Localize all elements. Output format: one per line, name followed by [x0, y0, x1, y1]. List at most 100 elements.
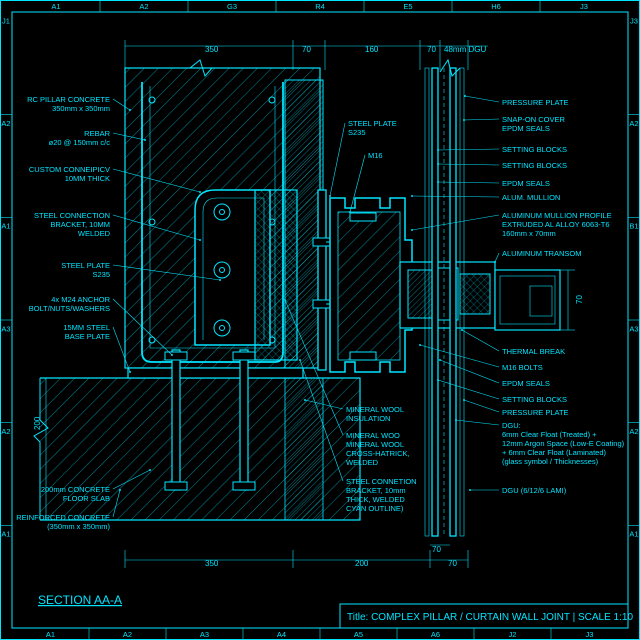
- leader-line: [349, 154, 366, 213]
- callout-line: PRESSURE PLATE: [502, 408, 569, 417]
- callout-line: BOLT/NUTS/WASHERS: [29, 304, 110, 313]
- aluminum-mullion: [329, 197, 413, 373]
- leader-line: [463, 118, 500, 121]
- callout-line: SETTING BLOCKS: [502, 145, 567, 154]
- grid-ref-bottom: J2: [509, 630, 517, 639]
- callout-line: BRACKET, 10MM: [50, 220, 110, 229]
- grid-ref-left: A1: [1, 222, 10, 231]
- grid-ref-left: A2: [1, 119, 10, 128]
- grid-ref-top: A1: [51, 2, 60, 11]
- leader-line: [112, 469, 151, 490]
- callout-line: S235: [348, 128, 366, 137]
- grid-ref-top: H6: [491, 2, 501, 11]
- leader-line: [299, 359, 344, 482]
- callout-line: SETTING BLOCKS: [502, 161, 567, 170]
- leader-lines: [112, 95, 500, 518]
- dim-top-350: 350: [205, 45, 219, 54]
- callout-line: INSULATION: [346, 414, 390, 423]
- callout-line: 12mm Argon Space (Low-E Coating): [502, 439, 625, 448]
- callout-line: 350mm x 350mm: [52, 104, 110, 113]
- grid-ref-top: J3: [580, 2, 588, 11]
- leader-line: [112, 489, 121, 518]
- grid-ref-top: G3: [227, 2, 237, 11]
- callout-line: REBAR: [84, 129, 110, 138]
- dim-top-160: 160: [365, 45, 379, 54]
- steel-base-plate: [127, 367, 304, 379]
- callout-line: STEEL CONNETION: [346, 477, 417, 486]
- callout-label: REINFORCED CONCRETE(350mm x 350mm): [16, 513, 110, 531]
- callout-line: DGU (6/12/6 LAMI): [502, 486, 567, 495]
- leader-line: [437, 379, 500, 400]
- callout-line: MINERAL WOO: [346, 431, 400, 440]
- grid-ref-left: J1: [2, 16, 10, 25]
- dim-side-200: 200: [33, 416, 42, 430]
- leader-line: [112, 214, 201, 241]
- callout-line: BASE PLATE: [65, 332, 110, 341]
- dim-top-70b: 70: [427, 45, 436, 54]
- grid-ref-right: A2: [629, 119, 638, 128]
- callout-label: SETTING BLOCKS: [502, 161, 567, 170]
- leader-line: [112, 168, 201, 193]
- callout-line: EPDM SEALS: [502, 124, 550, 133]
- grid-ref-right: B1: [629, 222, 638, 231]
- callout-line: M16 BOLTS: [502, 363, 543, 372]
- leader-line: [284, 299, 344, 436]
- callout-label: DGU:6mm Clear Float (Treated) +12mm Argo…: [502, 421, 625, 466]
- grid-ref-right: J3: [630, 16, 638, 25]
- callout-label: EPDM SEALS: [502, 179, 550, 188]
- grid-ref-bottom: A1: [46, 630, 55, 639]
- callout-line: REINFORCED CONCRETE: [16, 513, 110, 522]
- callout-line: 6mm Clear Float (Treated) +: [502, 430, 597, 439]
- callout-line: ALUMINUM MULLION PROFILE: [502, 211, 612, 220]
- callout-line: STEEL PLATE: [61, 261, 110, 270]
- leader-line: [437, 163, 500, 166]
- grid-ref-top: A2: [139, 2, 148, 11]
- grid-ref-right: A2: [629, 427, 638, 436]
- anchor-bolts: [164, 349, 256, 491]
- leader-line: [112, 298, 173, 356]
- leader-line: [329, 122, 346, 197]
- leader-line: [112, 264, 221, 281]
- leader-line: [463, 399, 500, 413]
- callout-label: DGU (6/12/6 LAMI): [502, 486, 567, 495]
- callout-line: 15MM STEEL: [63, 323, 110, 332]
- callout-line: THICK, WELDED: [346, 495, 405, 504]
- callout-line: 200mm CONCRETE: [41, 485, 110, 494]
- leader-line: [437, 181, 500, 184]
- callout-line: THERMAL BREAK: [502, 347, 565, 356]
- dim-bottom-200: 200: [355, 559, 369, 568]
- grid-ref-left: A3: [1, 324, 10, 333]
- leader-line: [439, 359, 500, 384]
- callout-label: SETTING BLOCKS: [502, 145, 567, 154]
- leader-line: [461, 329, 500, 352]
- callout-line: DGU:: [502, 421, 521, 430]
- grid-ref-bottom: A4: [277, 630, 286, 639]
- callout-line: STEEL PLATE: [348, 119, 397, 128]
- callout-line: MINERAL WOOL: [346, 405, 404, 414]
- callout-label: ALUMINUM TRANSOM: [502, 249, 581, 258]
- callout-line: M16: [368, 151, 383, 160]
- steel-connection-bracket: [194, 189, 298, 361]
- callout-line: FLOOR SLAB: [63, 494, 110, 503]
- callout-line: RC PILLAR CONCRETE: [27, 95, 110, 104]
- grid-ref-bottom: A3: [200, 630, 209, 639]
- leader-line: [112, 326, 131, 373]
- dim-top-70: 70: [302, 45, 311, 54]
- dimension-text: 350 70 160 70 48mm DGU 350 200 70 70 200…: [33, 45, 584, 568]
- callout-line: WELDED: [78, 229, 111, 238]
